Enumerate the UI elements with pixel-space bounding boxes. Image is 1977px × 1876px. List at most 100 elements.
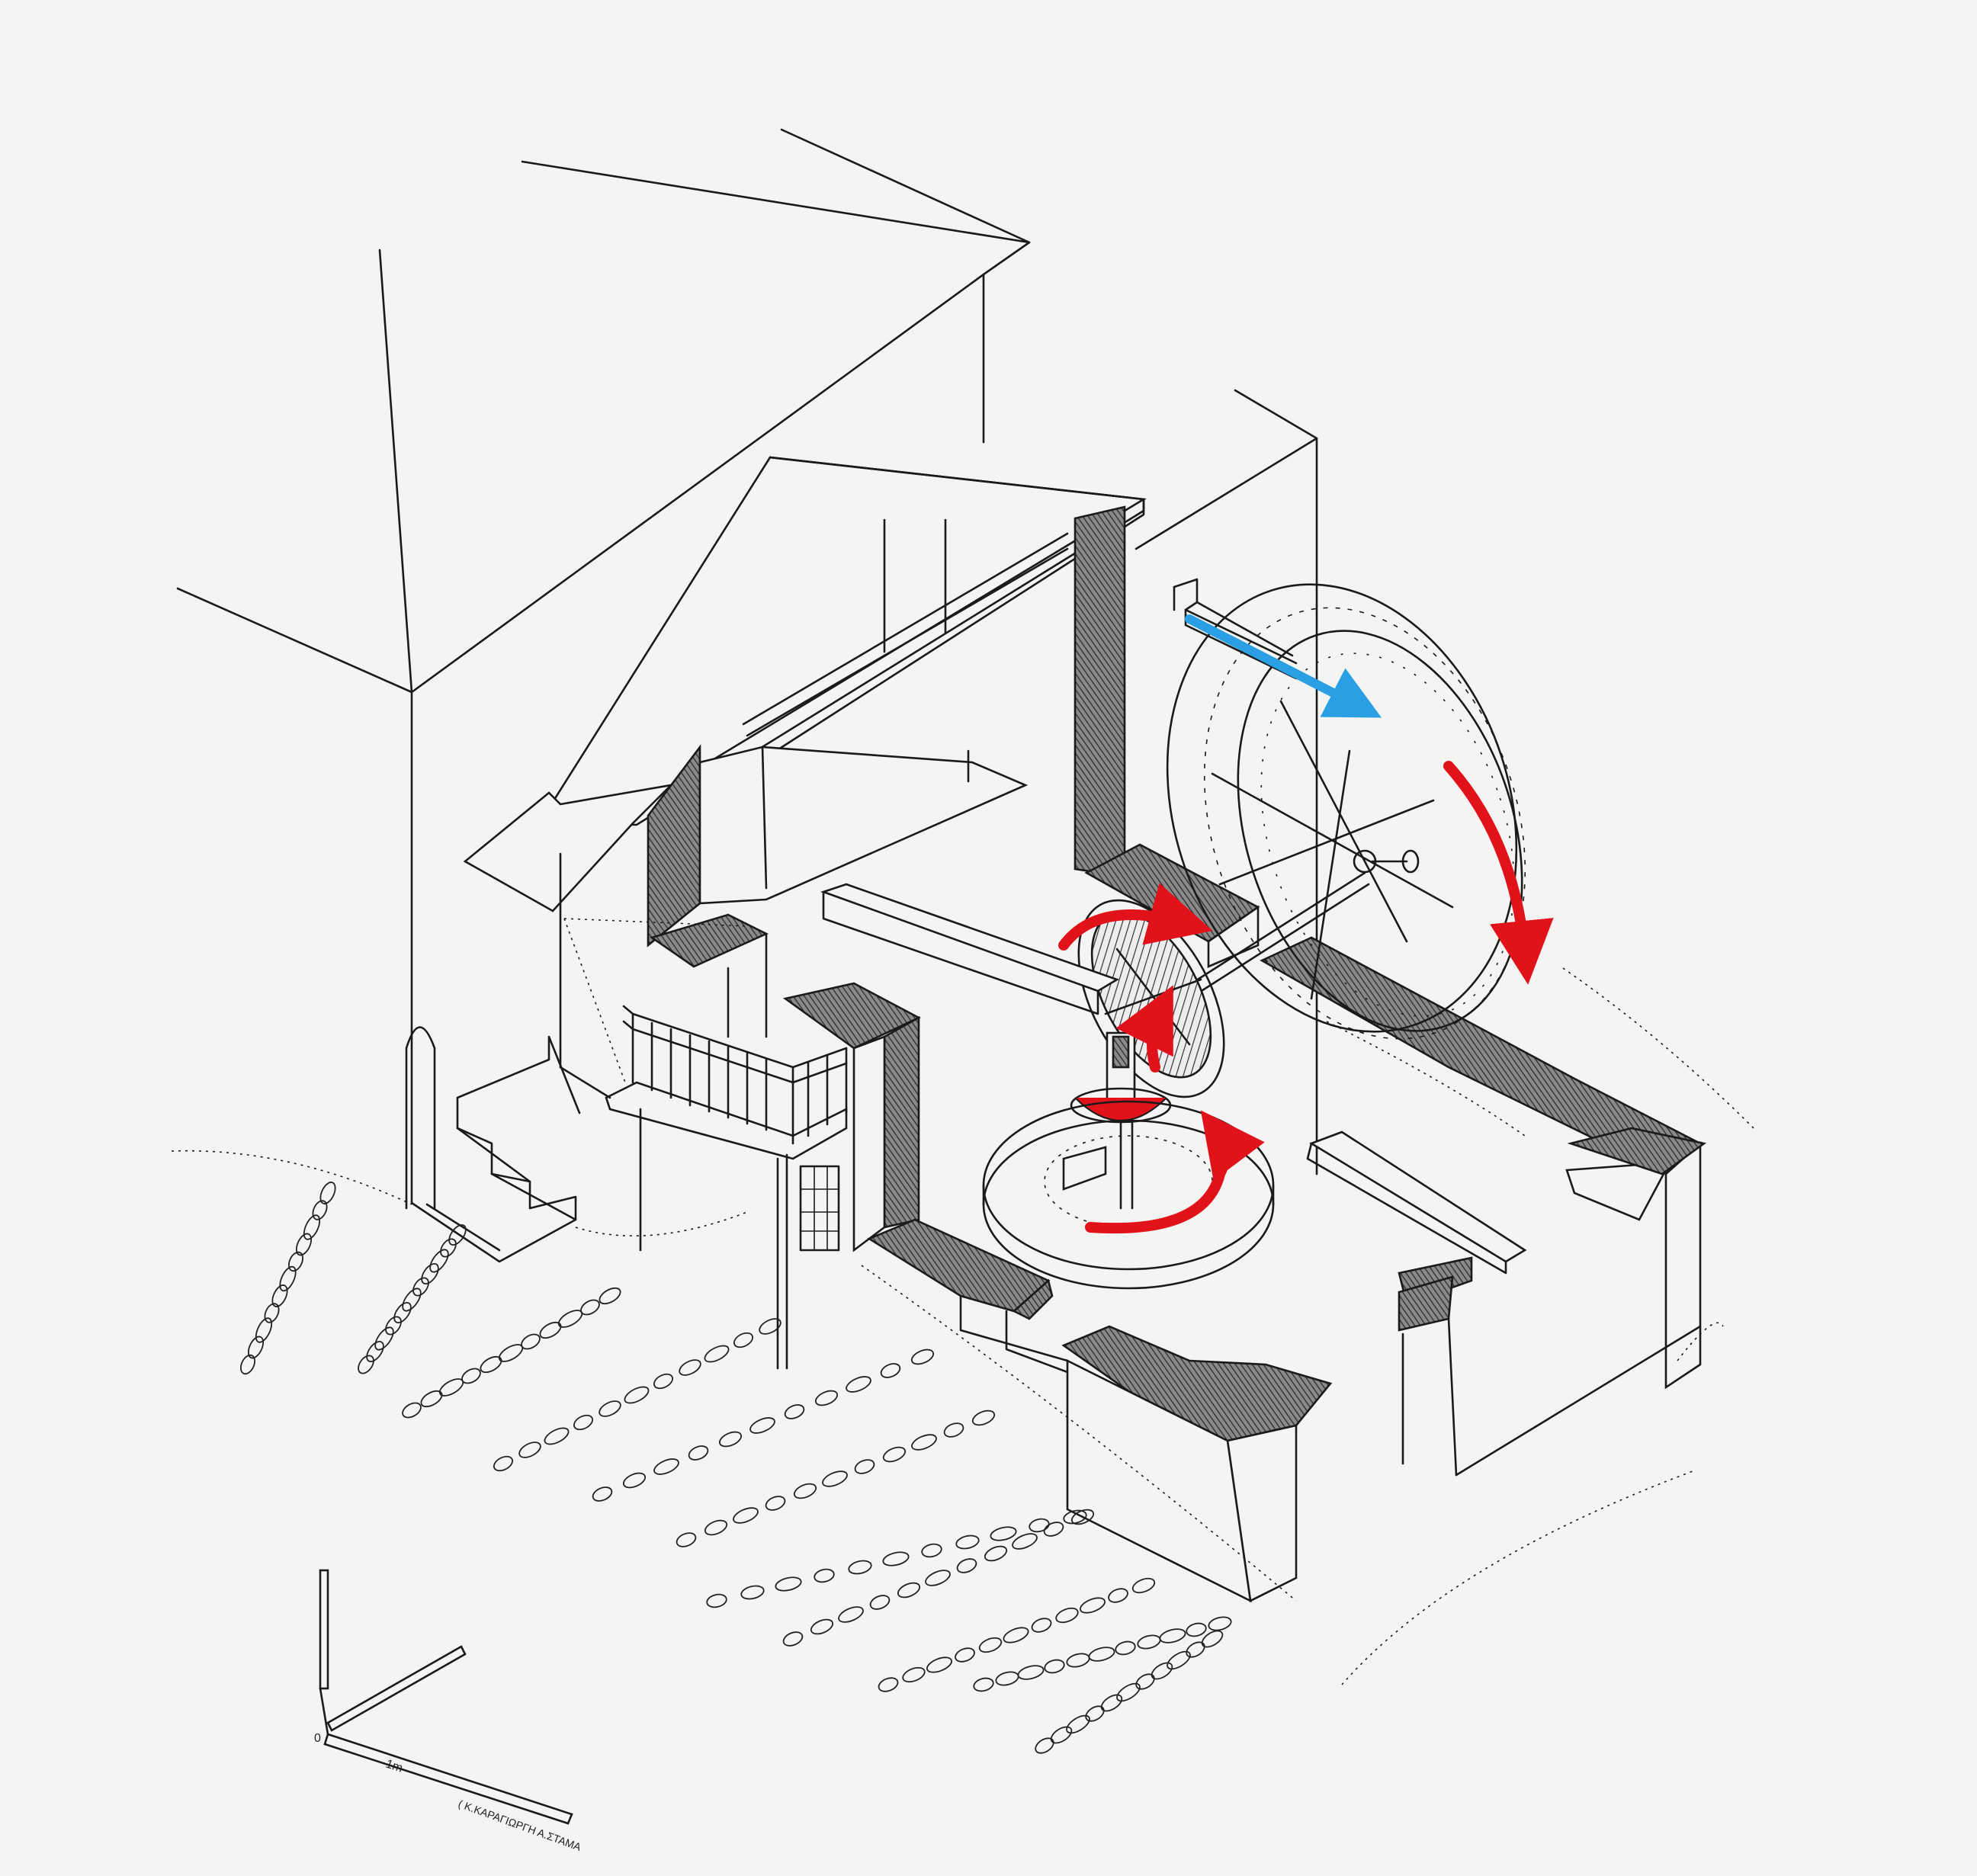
cobblestone [1070, 1509, 1095, 1525]
cobblestone [706, 1593, 727, 1608]
cobblestone [1031, 1618, 1052, 1633]
cobblestone [461, 1368, 481, 1384]
cobblestone [838, 1606, 864, 1623]
cobblestone [1035, 1737, 1054, 1754]
cobblestone [1017, 1665, 1045, 1680]
water-channel [1173, 578, 1298, 680]
cobblestone [374, 1326, 394, 1351]
cobblestone [366, 1341, 384, 1362]
motion-arrows [1058, 614, 1554, 1234]
cobblestone [303, 1214, 321, 1240]
cobblestone [1085, 1705, 1105, 1722]
cobblestone [1055, 1607, 1079, 1624]
cobblestone [1159, 1628, 1186, 1644]
cobblestone [955, 1647, 975, 1663]
cobblestone [882, 1446, 907, 1463]
building-outline [176, 128, 1318, 1204]
cobblestone [1186, 1622, 1207, 1637]
cobblestone [599, 1287, 621, 1305]
cobblestone [402, 1288, 422, 1312]
cobblestone [557, 1310, 583, 1328]
cobblestone [854, 1459, 875, 1474]
cobblestone [995, 1671, 1019, 1686]
cobblestone [1131, 1577, 1156, 1594]
cobblestone [846, 1376, 871, 1393]
cobblestone [1088, 1647, 1115, 1662]
cobblestone [1063, 1509, 1087, 1525]
millstone-rotation-arrow [1085, 1110, 1265, 1234]
cobblestone [653, 1458, 679, 1475]
cobblestone [521, 1333, 541, 1350]
cobblestone [943, 1422, 964, 1438]
cobblestone [1043, 1522, 1064, 1537]
cobblestone [271, 1284, 288, 1307]
axle [1184, 871, 1370, 1000]
cobblestone [438, 1378, 464, 1397]
cobblestone [956, 1558, 977, 1573]
cobblestone [1135, 1673, 1155, 1690]
cobblestone [955, 1534, 980, 1550]
cobblestone [1003, 1627, 1029, 1644]
cobblestone [539, 1321, 562, 1339]
cobblestone [1186, 1641, 1205, 1658]
cobblestone [573, 1414, 594, 1431]
cobblestone [775, 1576, 802, 1592]
cobblestone [848, 1560, 872, 1575]
lower-walls [559, 852, 1754, 1477]
cobblestone [897, 1582, 921, 1599]
cobblestone [1208, 1616, 1232, 1631]
cobblestone [1108, 1588, 1128, 1603]
cobblestone [793, 1483, 817, 1499]
water-flow-arrow [1185, 614, 1382, 718]
cobblestone [421, 1263, 439, 1284]
cobblestone [288, 1251, 303, 1272]
cobblestone [1050, 1726, 1073, 1744]
cobblestone [358, 1355, 374, 1374]
cobblestone [749, 1417, 775, 1434]
cobblestone [1079, 1597, 1106, 1614]
cobblestone [688, 1445, 709, 1461]
cobblestone [822, 1470, 848, 1487]
cobblestone [1115, 1640, 1136, 1656]
cobblestone [869, 1595, 891, 1610]
cobblestone [1029, 1518, 1050, 1533]
terrain [171, 1150, 1724, 1685]
lantern-pinion [1070, 1031, 1172, 1210]
cobblestone [1066, 1714, 1090, 1734]
wheel-rotation-arrow [1443, 761, 1554, 985]
cobblestone [393, 1302, 412, 1323]
cobblestone [1100, 1694, 1123, 1712]
wall-sections [647, 505, 1707, 1603]
cobblestone [704, 1345, 730, 1363]
cobblestone [312, 1200, 328, 1220]
cobblestone [255, 1317, 273, 1343]
cobblestone [493, 1455, 514, 1472]
cobblestone [279, 1265, 297, 1292]
cobblestone [1116, 1682, 1141, 1702]
cobblestone [990, 1526, 1017, 1541]
cobblestone [385, 1316, 402, 1336]
cobblestone [911, 1434, 937, 1451]
cobblestone [448, 1224, 467, 1246]
cobblestone-paving [240, 1182, 1232, 1754]
cobblestone [544, 1427, 570, 1445]
cobblestone [480, 1355, 502, 1374]
cobblestone [412, 1277, 429, 1297]
cobblestone [622, 1472, 647, 1489]
cobblestone [878, 1677, 899, 1692]
cobblestone [984, 1545, 1008, 1562]
cobblestone [733, 1507, 759, 1524]
cobblestone [624, 1386, 650, 1404]
cobblestone [704, 1519, 728, 1536]
scale-label-zero: 0 [314, 1732, 321, 1745]
cobblestone [810, 1618, 834, 1635]
cobblestone [240, 1354, 255, 1375]
scale-label-one-meter: 1m [384, 1758, 404, 1775]
timber-beam [820, 883, 1527, 1275]
cobblestone [592, 1486, 613, 1502]
cobblestone [580, 1299, 600, 1316]
water-wheel [1166, 583, 1526, 1040]
crown-gear-rotation-arrow [1058, 883, 1213, 951]
